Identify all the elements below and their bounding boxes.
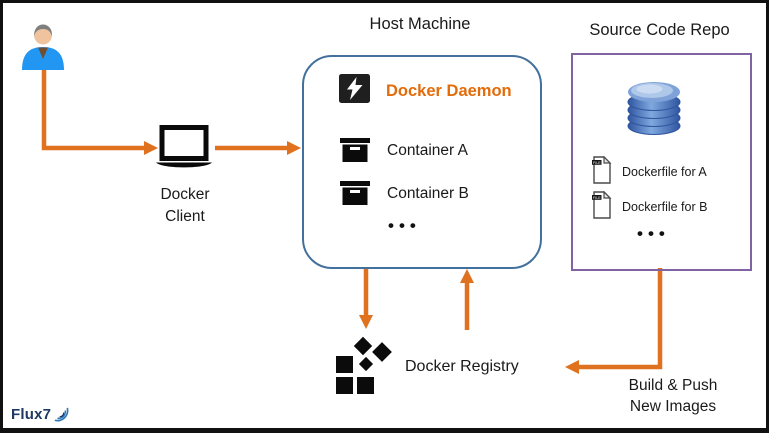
- container-a-label: Container A: [387, 142, 468, 159]
- docker-client-label: Docker Client: [160, 186, 210, 225]
- dockerfile-a-label: Dockerfile for A: [622, 165, 707, 179]
- arrow-repo-to-registry: [579, 268, 663, 370]
- dockerfile-b-label: Dockerfile for B: [622, 200, 708, 214]
- source-code-repo-title: Source Code Repo: [589, 21, 730, 39]
- laptop-icon: [155, 125, 213, 170]
- flux7-logo-text: Flux7: [11, 406, 52, 423]
- person-icon: [21, 20, 65, 70]
- host-machine-box: [302, 55, 542, 269]
- container-box-icon: [340, 138, 370, 162]
- docker-daemon-label: Docker Daemon: [386, 82, 512, 100]
- file-icon: FILE: [592, 156, 612, 184]
- repo-ellipsis: •••: [637, 224, 670, 243]
- container-b-label: Container B: [387, 185, 469, 202]
- docker-registry-label: Docker Registry: [405, 358, 519, 375]
- build-push-label: Build & Push New Images: [628, 377, 718, 415]
- file-icon: FILE: [592, 191, 612, 219]
- svg-text:FILE: FILE: [593, 196, 601, 200]
- registry-boxes-icon: [336, 336, 392, 394]
- container-box-icon: [340, 181, 370, 205]
- lightning-icon: [339, 74, 370, 103]
- host-ellipsis: •••: [388, 216, 421, 235]
- arrow-user-to-client: [41, 67, 144, 151]
- source-code-repo-box: [571, 53, 752, 271]
- svg-text:FILE: FILE: [593, 161, 601, 165]
- swirl-icon: [53, 406, 70, 423]
- host-machine-title: Host Machine: [369, 15, 471, 33]
- database-icon: [625, 78, 683, 135]
- flux7-logo: Flux7: [11, 406, 70, 423]
- flow-arrows: [41, 67, 663, 374]
